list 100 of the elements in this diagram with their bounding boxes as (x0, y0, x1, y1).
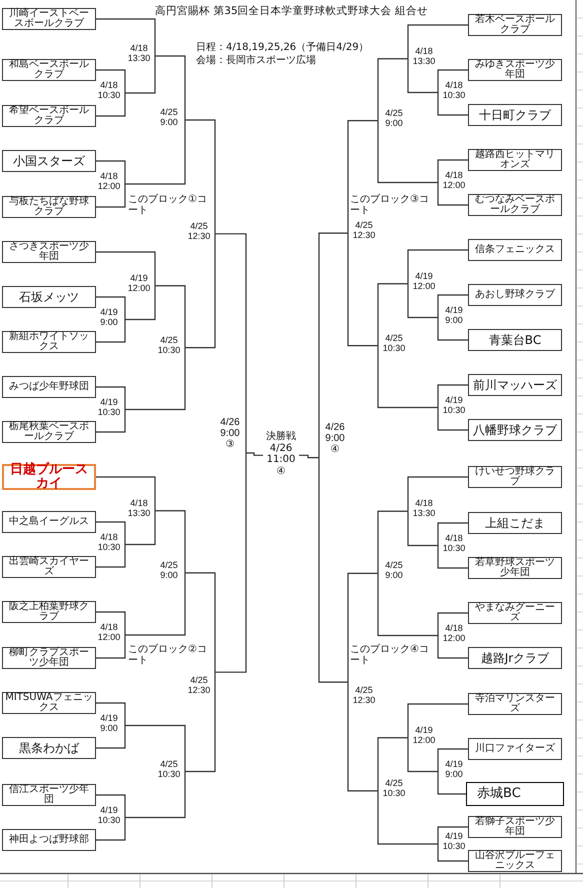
title: 高円宮賜杯 第35回全日本学童野球軟式野球大会 組合せ (154, 5, 428, 17)
team-box: 希望ベースボールクラブ (2, 105, 96, 127)
bracket-line (377, 573, 438, 636)
bracket-line (96, 476, 156, 511)
bracket-line (437, 826, 468, 844)
bracket-line (155, 285, 186, 348)
match-time: 4/19 10:30 (440, 394, 468, 415)
bracket-line (377, 510, 408, 574)
match-time: 4/25 9:00 (155, 560, 183, 580)
bracket-line (318, 458, 348, 683)
bracket-line (407, 284, 438, 318)
bracket-line (125, 772, 186, 818)
bracket-line (437, 69, 468, 92)
team-box: 石坂メッツ (2, 286, 96, 308)
team-box: みつば少年野球団 (2, 376, 96, 398)
match-time: 4/18 13:30 (125, 43, 153, 64)
match-time: 4/19 10:30 (95, 396, 123, 417)
bracket-line (407, 24, 468, 59)
team-box: 栃尾秋葉ベースボールクラブ (2, 421, 96, 443)
match-time: 4/19 9:00 (95, 306, 123, 327)
bracket-line (437, 92, 468, 116)
team-box: MITSUWAフェニックス (2, 692, 96, 714)
bracket-line (125, 56, 156, 94)
match-time: 4/18 12:00 (440, 170, 468, 190)
team-box: 越路Jrクラブ (468, 647, 562, 669)
team-box: 八幡野球クラブ (468, 419, 562, 441)
team-box: 柳町クラブスポーツ少年団 (2, 647, 96, 669)
team-box: 若獅子スポーツ少年団 (468, 816, 562, 838)
bracket-line (125, 572, 186, 636)
team-box: みゆきスポーツ少年団 (468, 59, 562, 81)
bracket-line (437, 546, 468, 569)
court-note: このブロック②コート (128, 644, 208, 666)
bracket-line (125, 724, 186, 772)
bracket-line (437, 612, 468, 636)
match-time: 4/18 13:30 (125, 498, 153, 518)
match-time: 4/25 10:30 (155, 334, 183, 355)
team-box: 若草野球スポーツ少年団 (468, 557, 562, 579)
court-note: このブロック③コート (350, 194, 430, 216)
team-box: 越路西ヒットマリオンズ (468, 149, 562, 171)
match-time: 4/19 9:00 (440, 758, 468, 779)
bracket-line (96, 635, 126, 659)
team-box: 川口ファイターズ (468, 738, 562, 760)
bracket-line (125, 120, 186, 185)
match-time: 4/25 12:30 (350, 685, 378, 706)
bracket-line (347, 120, 378, 234)
bracket-line (96, 794, 126, 818)
bracket-line (407, 703, 468, 738)
match-time: 4/26 9:00 ③ (216, 417, 244, 451)
bracket-line (155, 55, 186, 120)
team-box: 日越ブルースカイ (2, 464, 96, 490)
team-box: 与板たちばな野球クラブ (2, 196, 96, 218)
match-time: 4/18 10:30 (95, 80, 123, 100)
match-time: 4/18 13:30 (410, 498, 438, 518)
match-time: 4/19 12:00 (410, 270, 438, 291)
schedule-text: 会場：長岡市スポーツ広場 (196, 55, 317, 66)
team-box: 信江スポーツ少年団 (2, 784, 96, 806)
team-box: 和島ベースボールクラブ (2, 59, 96, 81)
team-box: 前川マッハーズ (468, 374, 562, 396)
match-time: 4/19 10:30 (95, 804, 123, 825)
match-time: 4/18 10:30 (95, 532, 123, 552)
bracket-line (437, 182, 468, 206)
team-box: 若木ベースボールクラブ (468, 14, 562, 36)
match-time: 4/18 12:00 (440, 622, 468, 643)
match-time: 4/19 12:00 (410, 724, 438, 745)
team-box: 青葉台BC (468, 329, 562, 351)
bracket-line (96, 410, 126, 433)
team-box: さつきスポーツ少年団 (2, 241, 96, 263)
bracket-line (437, 294, 468, 318)
match-time: 4/18 10:30 (440, 532, 468, 553)
bracket-line (125, 348, 186, 410)
team-box: 阪之上柏葉野球クラブ (2, 601, 96, 623)
final-match-label: 決勝戦 4/26 11:00 ④ (263, 431, 299, 478)
bracket-line (246, 452, 263, 456)
bracket-line (96, 544, 126, 568)
bracket-line (377, 120, 438, 184)
bracket-line (347, 682, 378, 792)
bracket-line (155, 510, 186, 573)
court-note: このブロック④コート (350, 644, 430, 666)
bracket-line (96, 93, 126, 117)
bracket-line (347, 572, 378, 682)
team-box: 寺泊マリンスターズ (468, 693, 562, 715)
bracket-line (125, 510, 156, 546)
bracket-line (96, 160, 126, 184)
match-time: 4/25 9:00 (155, 107, 183, 128)
match-time: 4/19 12:00 (125, 272, 153, 293)
bracket-line (96, 386, 126, 410)
bracket-line (96, 296, 126, 320)
match-time: 4/25 9:00 (380, 108, 408, 128)
bracket-line (96, 69, 126, 93)
team-box: あおし野球クラブ (468, 284, 562, 306)
match-time: 4/25 10:30 (380, 332, 408, 353)
match-time: 4/18 13:30 (410, 46, 438, 66)
team-box: 神田よつば野球部 (2, 829, 96, 851)
bracket-line (347, 233, 378, 346)
bracket-line (96, 726, 126, 749)
bracket-line (437, 384, 468, 408)
bracket-line (407, 511, 438, 546)
match-time: 4/18 10:30 (440, 80, 468, 100)
match-time: 4/18 12:00 (95, 622, 123, 642)
bracket-line (215, 233, 247, 453)
